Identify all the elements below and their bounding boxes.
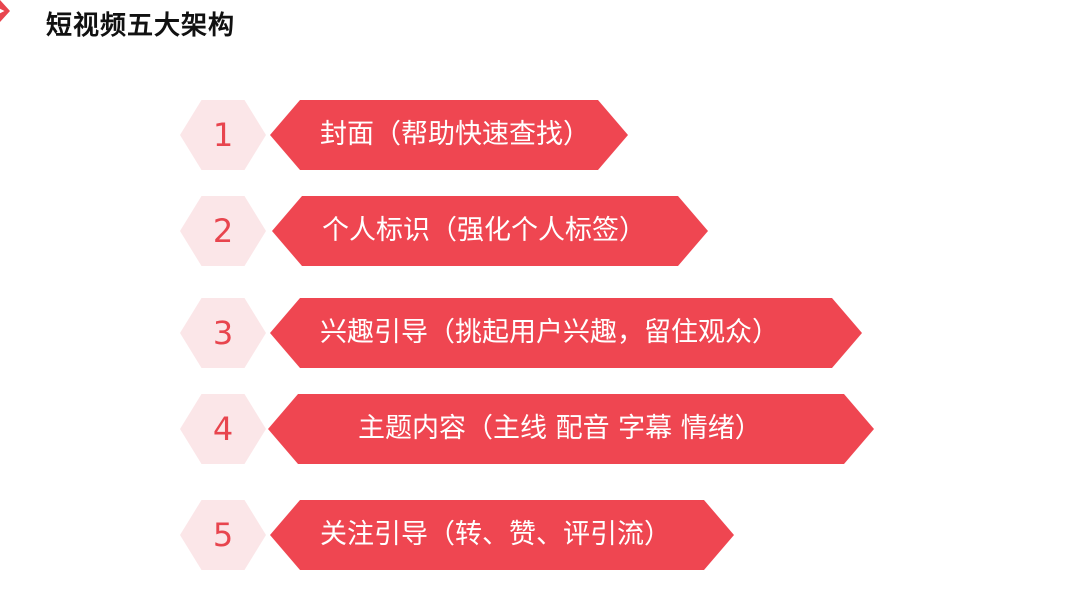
item-label-bar: 兴趣引导（挑起用户兴趣，留住观众） bbox=[270, 298, 862, 368]
item-label-bar: 主题内容（主线 配音 字幕 情绪） bbox=[268, 394, 874, 464]
item-number-badge: 2 bbox=[180, 196, 266, 266]
item-number-badge: 5 bbox=[180, 500, 266, 570]
item-number-badge: 1 bbox=[180, 100, 266, 170]
item-label-bar: 封面（帮助快速查找） bbox=[270, 100, 628, 170]
page-title: 短视频五大架构 bbox=[46, 11, 236, 41]
item-number-badge: 4 bbox=[180, 394, 266, 464]
item-label-bar: 关注引导（转、赞、评引流） bbox=[270, 500, 734, 570]
corner-accent-shape bbox=[0, 0, 10, 22]
item-number-badge: 3 bbox=[180, 298, 266, 368]
item-label-bar: 个人标识（强化个人标签） bbox=[272, 196, 708, 266]
